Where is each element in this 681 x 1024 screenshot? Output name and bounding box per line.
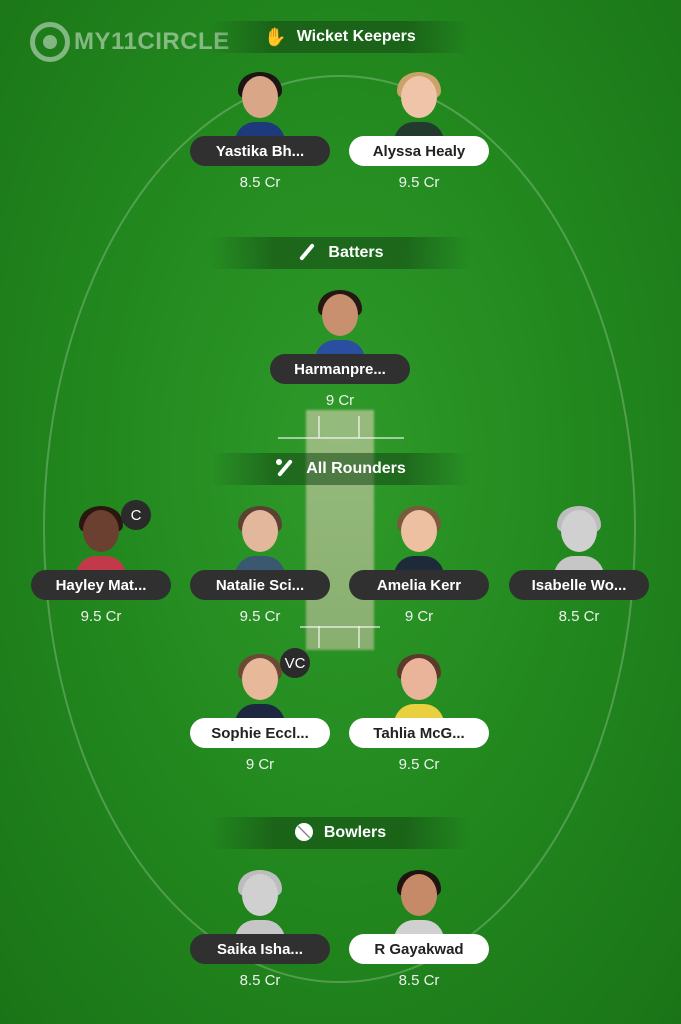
- section-label-text: Bowlers: [323, 824, 387, 841]
- player-name: Tahlia McG...: [349, 718, 489, 748]
- player-card-sophie[interactable]: VC Sophie Eccl... 9 Cr: [190, 648, 330, 773]
- player-card-gayakwad[interactable]: R Gayakwad 8.5 Cr: [349, 870, 489, 989]
- pitch-crease-bottom: [300, 626, 380, 628]
- player-card-amelia[interactable]: Amelia Kerr 9 Cr: [349, 506, 489, 625]
- vice-captain-badge: VC: [280, 648, 310, 678]
- player-credits: 9 Cr: [325, 392, 355, 409]
- player-name: Saika Isha...: [190, 934, 330, 964]
- player-avatar: [233, 654, 287, 722]
- player-avatar: [392, 506, 446, 574]
- section-bowlers: Bowlers: [210, 817, 470, 849]
- pitch: [306, 410, 374, 650]
- player-card-natalie[interactable]: Natalie Sci... 9.5 Cr: [190, 506, 330, 625]
- player-card-saika[interactable]: Saika Isha... 8.5 Cr: [190, 870, 330, 989]
- player-name: Isabelle Wo...: [509, 570, 649, 600]
- crease-marker: [318, 416, 320, 438]
- player-name: Amelia Kerr: [349, 570, 489, 600]
- player-avatar: [392, 870, 446, 938]
- section-label-text: Wicket Keepers: [296, 28, 416, 45]
- player-credits: 9.5 Cr: [80, 608, 122, 625]
- ball-icon: [294, 822, 314, 845]
- player-credits: 9.5 Cr: [398, 174, 440, 191]
- player-name: R Gayakwad: [349, 934, 489, 964]
- section-batters: Batters: [210, 237, 470, 269]
- player-avatar: [233, 506, 287, 574]
- player-credits: 9.5 Cr: [398, 756, 440, 773]
- player-avatar: [233, 72, 287, 140]
- my11circle-logo: MY11CIRCLE: [30, 22, 230, 62]
- section-label-text: Batters: [328, 244, 384, 261]
- section-wicket-keepers: ✋ Wicket Keepers: [210, 21, 470, 53]
- player-card-isabelle[interactable]: Isabelle Wo... 8.5 Cr: [509, 506, 649, 625]
- player-avatar: [74, 506, 128, 574]
- section-label-text: All Rounders: [306, 460, 406, 477]
- player-card-hayley[interactable]: C Hayley Mat... 9.5 Cr: [31, 500, 171, 625]
- logo-text: MY11CIRCLE: [74, 28, 230, 55]
- cricket-field-boundary: [43, 75, 636, 983]
- player-credits: 8.5 Cr: [239, 174, 281, 191]
- crease-marker: [318, 626, 320, 648]
- player-card-yastika[interactable]: Yastika Bh... 8.5 Cr: [190, 72, 330, 191]
- crease-marker: [358, 626, 360, 648]
- player-credits: 8.5 Cr: [398, 972, 440, 989]
- player-credits: 8.5 Cr: [558, 608, 600, 625]
- glove-icon: ✋: [264, 27, 287, 47]
- player-name: Alyssa Healy: [349, 136, 489, 166]
- player-avatar-placeholder: [552, 506, 606, 574]
- player-name: Hayley Mat...: [31, 570, 171, 600]
- player-name: Natalie Sci...: [190, 570, 330, 600]
- player-avatar: [313, 290, 367, 358]
- player-avatar: [392, 72, 446, 140]
- bat-ball-icon: [274, 457, 296, 482]
- player-name: Sophie Eccl...: [190, 718, 330, 748]
- player-card-tahlia[interactable]: Tahlia McG... 9.5 Cr: [349, 654, 489, 773]
- player-credits: 9 Cr: [245, 756, 275, 773]
- pitch-crease-top: [278, 437, 404, 439]
- player-avatar-placeholder: [233, 870, 287, 938]
- cricket-ball-logo-icon: [30, 22, 70, 62]
- captain-badge: C: [121, 500, 151, 530]
- player-avatar: [392, 654, 446, 722]
- player-card-alyssa[interactable]: Alyssa Healy 9.5 Cr: [349, 72, 489, 191]
- player-credits: 9 Cr: [404, 608, 434, 625]
- player-name: Yastika Bh...: [190, 136, 330, 166]
- crease-marker: [358, 416, 360, 438]
- section-all-rounders: All Rounders: [210, 453, 470, 485]
- player-card-harmanpreet[interactable]: Harmanpre... 9 Cr: [270, 290, 410, 409]
- player-credits: 9.5 Cr: [239, 608, 281, 625]
- player-name: Harmanpre...: [270, 354, 410, 384]
- player-credits: 8.5 Cr: [239, 972, 281, 989]
- bat-icon: [296, 241, 318, 266]
